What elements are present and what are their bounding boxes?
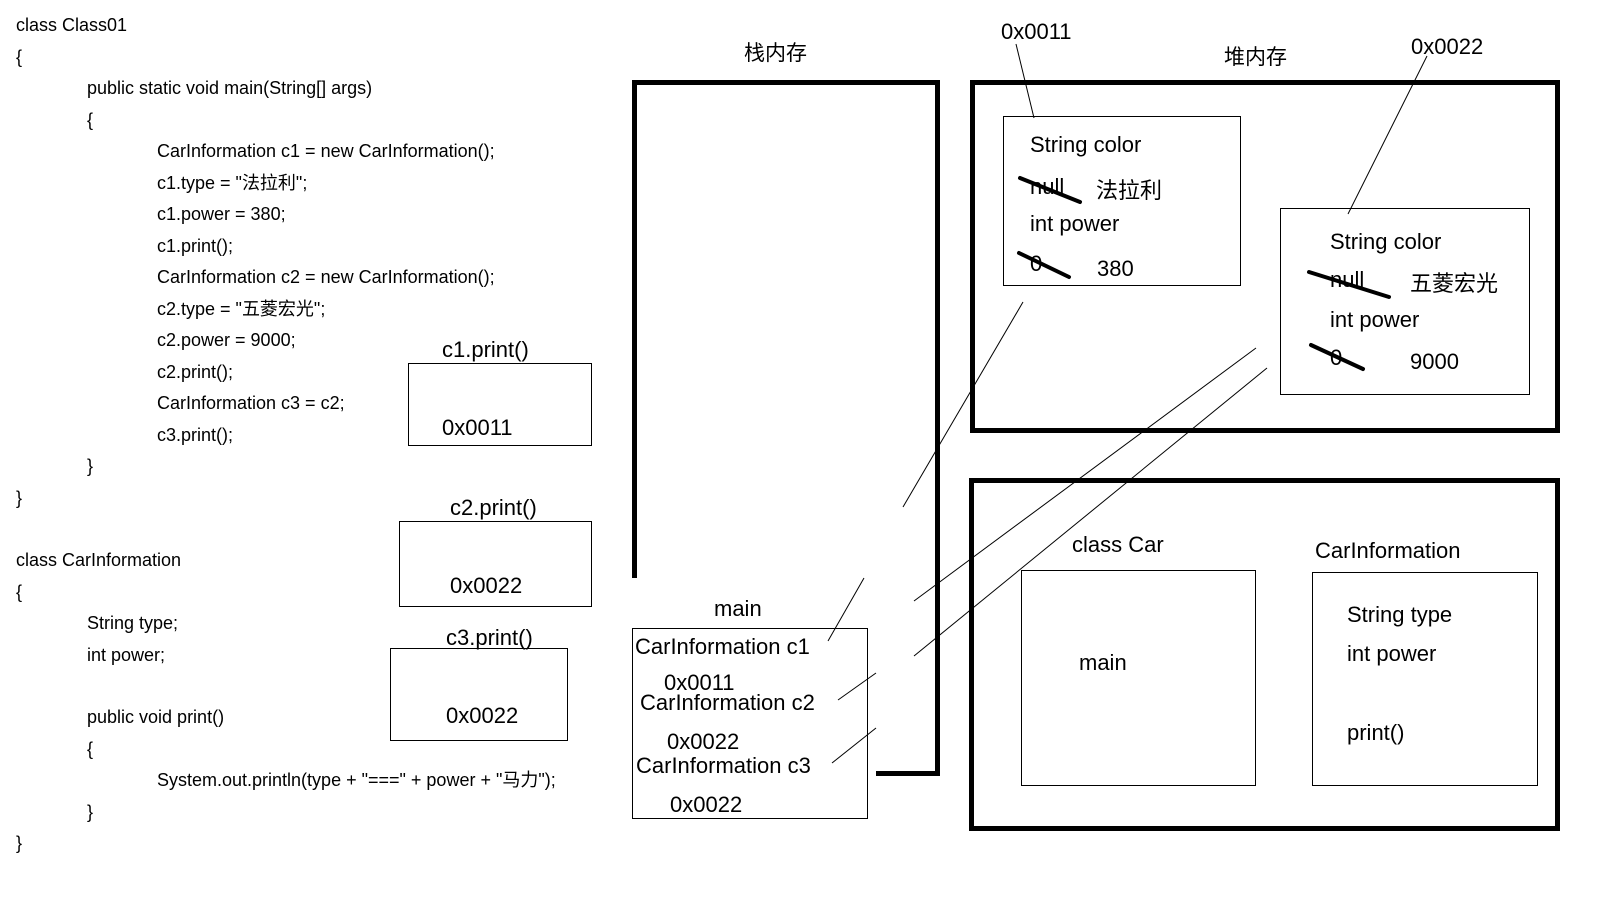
stack-border-bottom <box>876 771 940 776</box>
print-frame-label: c3.print() <box>446 625 533 650</box>
carinfo-field-power: int power <box>1347 641 1437 666</box>
code-line: class CarInformation <box>16 550 182 570</box>
main-frame-title: main <box>714 596 762 621</box>
code-line: c1.print(); <box>157 236 234 256</box>
carinfo-box <box>1312 572 1538 786</box>
code-line: System.out.println(type + "===" + power … <box>157 770 556 790</box>
code-line: c1.power = 380; <box>157 204 286 224</box>
print-frame-address: 0x0022 <box>446 703 519 728</box>
carinfo-method-print: print() <box>1347 720 1405 745</box>
heap-object-2-field-power: int power <box>1330 307 1420 332</box>
code-line: } <box>16 833 23 853</box>
heap-object-1-old-color: null <box>1030 174 1065 199</box>
heap-object-1-new-power: 380 <box>1097 256 1134 281</box>
stack-var-c3-address: 0x0022 <box>670 792 743 817</box>
code-line: } <box>87 802 94 822</box>
heap-object-2-new-power: 9000 <box>1410 349 1459 374</box>
class-car-title: class Car <box>1072 532 1164 557</box>
stack-title: 栈内存 <box>744 42 807 65</box>
heap-object-1 <box>1003 116 1241 286</box>
main-frame-box <box>632 628 868 819</box>
code-line: { <box>87 739 94 759</box>
print-frame-address: 0x0022 <box>450 573 523 598</box>
print-frame-box <box>390 648 568 741</box>
carinfo-field-type: String type <box>1347 602 1453 627</box>
heap-object-2-address: 0x0022 <box>1411 34 1484 59</box>
code-line: } <box>87 456 94 476</box>
code-line: public static void main(String[] args) <box>87 78 373 98</box>
code-line: { <box>16 582 23 602</box>
print-frame-label: c1.print() <box>442 337 529 362</box>
heap-object-2-new-color: 五菱宏光 <box>1410 271 1499 296</box>
heap-object-1-new-color: 法拉利 <box>1096 178 1163 203</box>
code-line: class Class01 <box>16 15 128 35</box>
heap-object-2-field-color: String color <box>1330 229 1442 254</box>
stack-border-right <box>935 80 940 776</box>
print-frame-box <box>408 363 592 446</box>
code-line: CarInformation c1 = new CarInformation()… <box>157 141 495 161</box>
heap-object-2-old-color: null <box>1330 267 1365 292</box>
code-line: { <box>87 110 94 130</box>
heap-object-1-field-power: int power <box>1030 211 1120 236</box>
carinfo-title: CarInformation <box>1315 538 1461 563</box>
code-line: { <box>16 47 23 67</box>
heap-object-2-old-power: 0 <box>1330 345 1343 370</box>
stack-border-left <box>632 80 637 578</box>
stack-var-c3: CarInformation c3 <box>636 753 811 778</box>
code-line: CarInformation c2 = new CarInformation()… <box>157 267 495 287</box>
stack-var-c1: CarInformation c1 <box>635 634 810 659</box>
stack-var-c2-address: 0x0022 <box>667 729 740 754</box>
stack-border-top <box>632 80 940 85</box>
code-line: c1.type = "法拉利"; <box>157 173 308 193</box>
class-car-main: main <box>1079 650 1127 675</box>
heap-object-1-address: 0x0011 <box>1001 19 1072 44</box>
code-line: CarInformation c3 = c2; <box>157 393 345 413</box>
code-line: } <box>16 488 23 508</box>
print-frame-label: c2.print() <box>450 495 537 520</box>
print-frame-address: 0x0011 <box>442 415 513 440</box>
stack-var-c2: CarInformation c2 <box>640 690 815 715</box>
code-line: int power; <box>87 645 166 665</box>
code-line: c2.type = "五菱宏光"; <box>157 299 326 319</box>
heap-title: 堆内存 <box>1224 46 1287 69</box>
code-line: public void print() <box>87 707 225 727</box>
code-line: c2.power = 9000; <box>157 330 296 350</box>
stack-var-c1-address: 0x0011 <box>664 670 735 695</box>
class-car-box <box>1021 570 1256 786</box>
heap-object-1-field-color: String color <box>1030 132 1142 157</box>
print-frame-box <box>399 521 592 607</box>
code-line: c3.print(); <box>157 425 234 445</box>
heap-object-1-old-power: 0 <box>1030 251 1043 276</box>
code-line: c2.print(); <box>157 362 234 382</box>
code-line: String type; <box>87 613 179 633</box>
